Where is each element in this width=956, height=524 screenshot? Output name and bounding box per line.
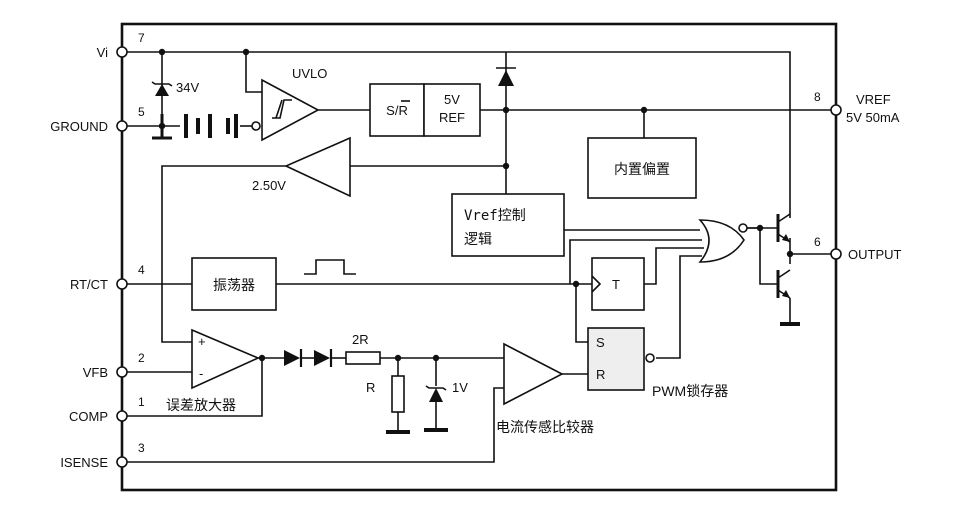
svg-text:2R: 2R <box>352 332 369 347</box>
t-flipflop-block: T <box>591 257 645 311</box>
svg-text:S: S <box>596 335 605 350</box>
series-diodes <box>284 349 333 367</box>
pin-isense: ISENSE 3 <box>60 441 145 470</box>
svg-text:2.50V: 2.50V <box>252 178 286 193</box>
svg-text:电流传感比较器: 电流传感比较器 <box>496 419 594 435</box>
svg-text:6: 6 <box>814 235 821 249</box>
internal-bias-block: 内置偏置 <box>587 137 697 199</box>
output-transistor-lower <box>776 269 800 326</box>
resistor-2r: 2R <box>345 332 381 365</box>
wiring <box>122 51 836 463</box>
error-amplifier: + - 误差放大器 <box>166 328 260 413</box>
svg-text:S/R: S/R <box>386 103 408 118</box>
pin-vfb: VFB 2 <box>83 351 145 380</box>
resistor-r: R <box>366 375 410 434</box>
svg-text:R: R <box>366 380 375 395</box>
svg-text:内置偏置: 内置偏置 <box>614 161 670 177</box>
svg-text:COMP: COMP <box>69 409 108 424</box>
svg-text:UVLO: UVLO <box>292 66 327 81</box>
svg-text:VREF: VREF <box>856 92 891 107</box>
oscillator-block: 振荡器 <box>191 257 356 311</box>
battery-symbol <box>152 114 238 140</box>
svg-text:GROUND: GROUND <box>50 119 108 134</box>
svg-text:误差放大器: 误差放大器 <box>166 397 236 413</box>
current-sense-comparator: 电流传感比较器 <box>496 342 594 435</box>
svg-text:+: + <box>198 334 206 349</box>
sr-block: S/R <box>369 83 425 137</box>
svg-text:Vref控制: Vref控制 <box>464 208 526 224</box>
pin-vref: 8 VREF 5V 50mA <box>814 90 900 125</box>
pin-output: 6 OUTPUT <box>814 235 902 262</box>
pwm-latch-block: S R PWM锁存器 <box>587 327 728 399</box>
svg-text:R: R <box>596 367 605 382</box>
reference-5v-block: 5V REF <box>423 83 481 137</box>
svg-text:7: 7 <box>138 31 145 45</box>
svg-text:PWM锁存器: PWM锁存器 <box>652 383 728 399</box>
pin-comp: COMP 1 <box>69 395 145 424</box>
uvlo-comparator: UVLO <box>251 66 327 142</box>
svg-text:5V: 5V <box>444 92 460 107</box>
svg-text:振荡器: 振荡器 <box>213 277 255 293</box>
svg-text:-: - <box>199 366 203 381</box>
pulse-waveform-icon <box>304 259 356 275</box>
svg-text:T: T <box>612 277 620 292</box>
svg-text:ISENSE: ISENSE <box>60 455 108 470</box>
svg-text:1V: 1V <box>452 380 468 395</box>
svg-text:逻辑: 逻辑 <box>464 232 492 248</box>
svg-text:4: 4 <box>138 263 145 277</box>
diode-vref <box>496 67 516 86</box>
pin-vi: Vi 7 <box>97 31 145 60</box>
nor-gate <box>698 219 748 263</box>
svg-text:3: 3 <box>138 441 145 455</box>
svg-text:5V 50mA: 5V 50mA <box>846 110 900 125</box>
svg-text:REF: REF <box>439 110 465 125</box>
svg-text:VFB: VFB <box>83 365 108 380</box>
zener-34v: 34V <box>151 80 199 96</box>
pin-ground: GROUND 5 <box>50 105 145 134</box>
output-transistor-upper <box>776 213 791 243</box>
svg-text:2: 2 <box>138 351 145 365</box>
svg-text:RT/CT: RT/CT <box>70 277 108 292</box>
svg-text:34V: 34V <box>176 80 199 95</box>
svg-text:OUTPUT: OUTPUT <box>848 247 902 262</box>
svg-text:5: 5 <box>138 105 145 119</box>
svg-text:1: 1 <box>138 395 145 409</box>
svg-text:Vi: Vi <box>97 45 108 60</box>
reference-2v50-buffer: 2.50V <box>252 136 351 198</box>
pin-rtct: RT/CT 4 <box>70 263 145 292</box>
svg-text:8: 8 <box>814 90 821 104</box>
junctions <box>158 48 794 362</box>
vref-logic-block: Vref控制 逻辑 <box>451 193 565 257</box>
zener-1v: 1V <box>424 380 468 432</box>
